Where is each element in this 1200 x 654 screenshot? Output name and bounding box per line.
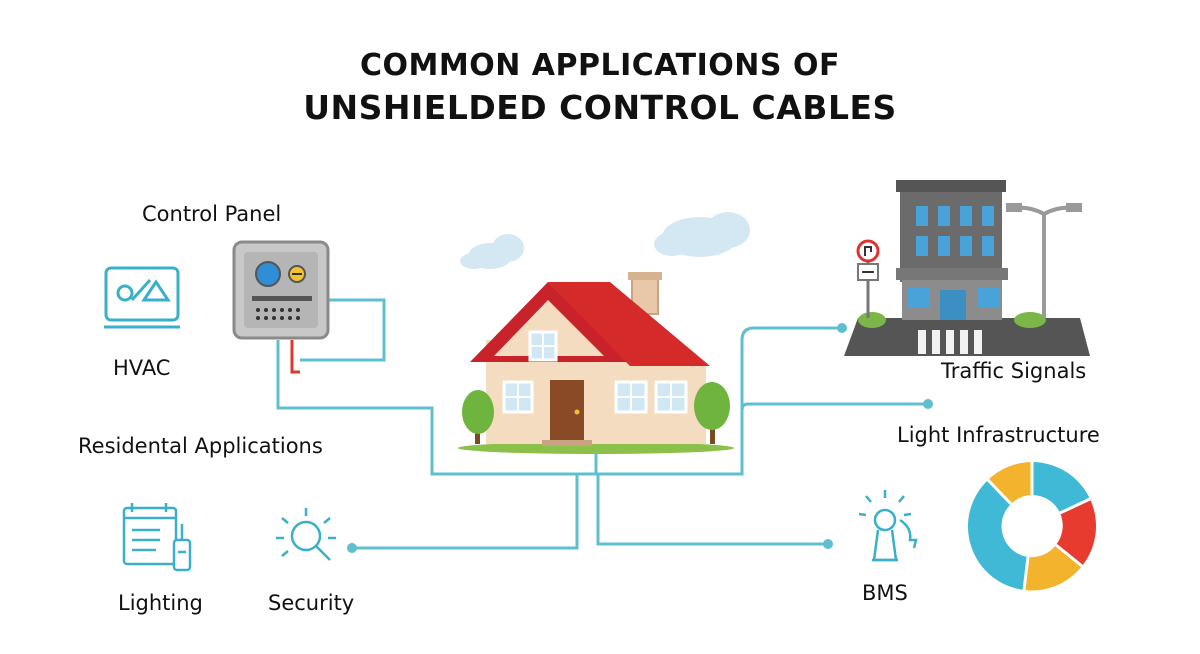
street-light-icon xyxy=(1006,203,1082,318)
donut-segment xyxy=(967,480,1028,590)
hvac-icon xyxy=(104,266,180,329)
building-icon xyxy=(844,180,1090,356)
label-residential-applications: Residental Applications xyxy=(78,434,323,458)
cable-network xyxy=(276,298,928,550)
house-icon xyxy=(458,272,734,454)
label-security: Security xyxy=(268,591,355,615)
label-light-infrastructure: Light Infrastructure xyxy=(897,423,1100,447)
label-lighting: Lighting xyxy=(118,591,203,615)
security-icon xyxy=(276,508,336,561)
label-bms: BMS xyxy=(862,581,908,605)
donut-segment xyxy=(1024,545,1082,591)
connector-dot xyxy=(823,539,833,549)
connector-dot xyxy=(923,399,933,409)
traffic-sign-icon xyxy=(856,239,880,318)
title-line-2: UNSHIELDED CONTROL CABLES xyxy=(303,88,897,127)
lighting-icon xyxy=(122,503,192,572)
donut-segment xyxy=(1032,462,1090,513)
connector-dot xyxy=(347,543,357,553)
red-wire xyxy=(290,340,300,374)
title-line-1: COMMON APPLICATIONS OF xyxy=(360,48,840,83)
donut-segment xyxy=(988,462,1032,504)
label-traffic-signals: Traffic Signals xyxy=(941,359,1087,383)
cloud-icon xyxy=(460,212,750,269)
label-hvac: HVAC xyxy=(113,356,171,380)
control-panel-icon xyxy=(232,240,330,340)
donut-chart-icon xyxy=(967,462,1096,591)
connector-dot xyxy=(837,323,847,333)
label-control-panel: Control Panel xyxy=(142,202,282,226)
bms-icon xyxy=(858,490,918,562)
donut-segment xyxy=(1056,499,1096,566)
